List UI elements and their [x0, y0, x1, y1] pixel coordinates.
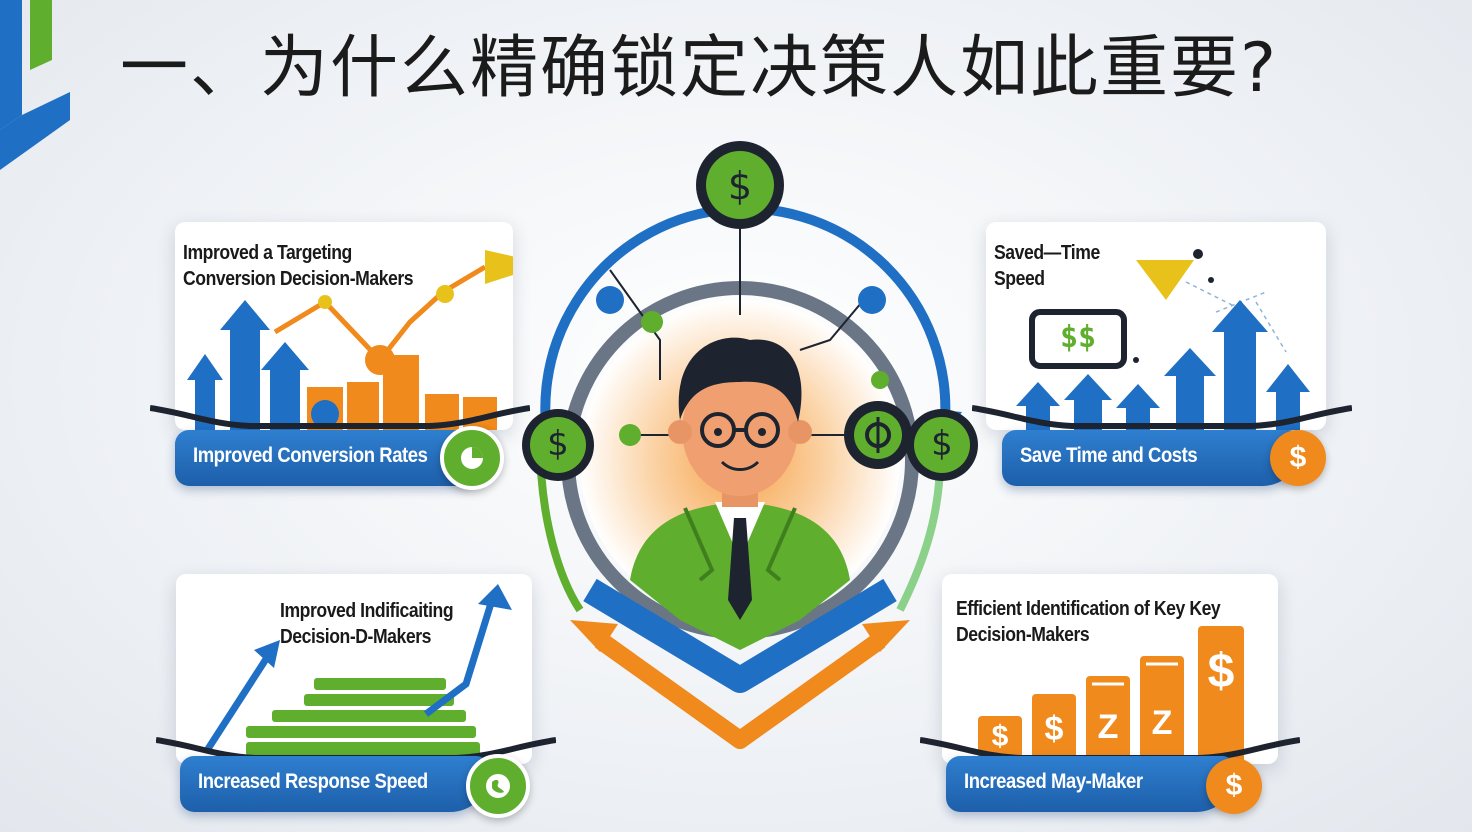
dollar-bars-icon: [978, 626, 1244, 764]
corner-accent-logo: [0, 0, 70, 170]
card-stand: [972, 405, 1352, 429]
target-coin-icon: [865, 417, 891, 453]
card-key-decision-makers: Efficient Identification of Key Key Deci…: [942, 574, 1278, 764]
card-response-speed: Improved Indificaiting Decision-D-Makers: [176, 574, 532, 764]
dollar-icon: $: [1206, 758, 1262, 814]
businessman-icon: [630, 337, 850, 650]
money-stack-growth-icon: [203, 584, 512, 756]
card-heading: Saved—Time Speed: [994, 242, 1100, 290]
bar-label: Z: [1097, 708, 1119, 746]
banner-label: Increased May-Maker: [964, 770, 1143, 793]
card-improved-conversion: Improved a Targeting Conversion Decision…: [175, 222, 513, 430]
globe-icon: [466, 754, 530, 818]
card-heading: Efficient Identification of Key Key Deci…: [956, 598, 1221, 646]
banner-label: Save Time and Costs: [1020, 444, 1198, 467]
banner-increased-response-speed: Increased Response Speed: [180, 756, 490, 812]
card-heading: Improved Indificaiting Decision-D-Makers: [280, 600, 454, 648]
pie-chart-icon: [440, 426, 504, 490]
decision-maker-hub: [522, 141, 978, 749]
bar-label: $: [1044, 710, 1064, 748]
card-stand: [150, 405, 530, 429]
banner-save-time-and-costs: Save Time and Costs: [1002, 430, 1302, 486]
dollar-coin-left: $: [547, 424, 569, 464]
card-heading: Improved a Targeting Conversion Decision…: [183, 242, 414, 290]
time-savings-chart-icon: [1016, 249, 1310, 430]
banner-increased-may-maker: Increased May-Maker: [946, 756, 1236, 812]
bar-label: Z: [1151, 704, 1173, 742]
page-title: 一、为什么精确锁定决策人如此重要?: [120, 29, 1279, 108]
growth-chart-icon: [187, 250, 513, 430]
dollar-coin-top: $: [727, 164, 753, 208]
money-display: $$: [1059, 320, 1097, 355]
card-save-time: Saved—Time Speed $$: [986, 222, 1326, 430]
dollar-coin-right: $: [931, 424, 953, 464]
bar-label: $: [1207, 645, 1235, 698]
dollar-icon: $: [1270, 430, 1326, 486]
banner-label: Improved Conversion Rates: [193, 444, 428, 467]
banner-label: Increased Response Speed: [198, 770, 428, 793]
bar-label: $: [991, 720, 1009, 753]
